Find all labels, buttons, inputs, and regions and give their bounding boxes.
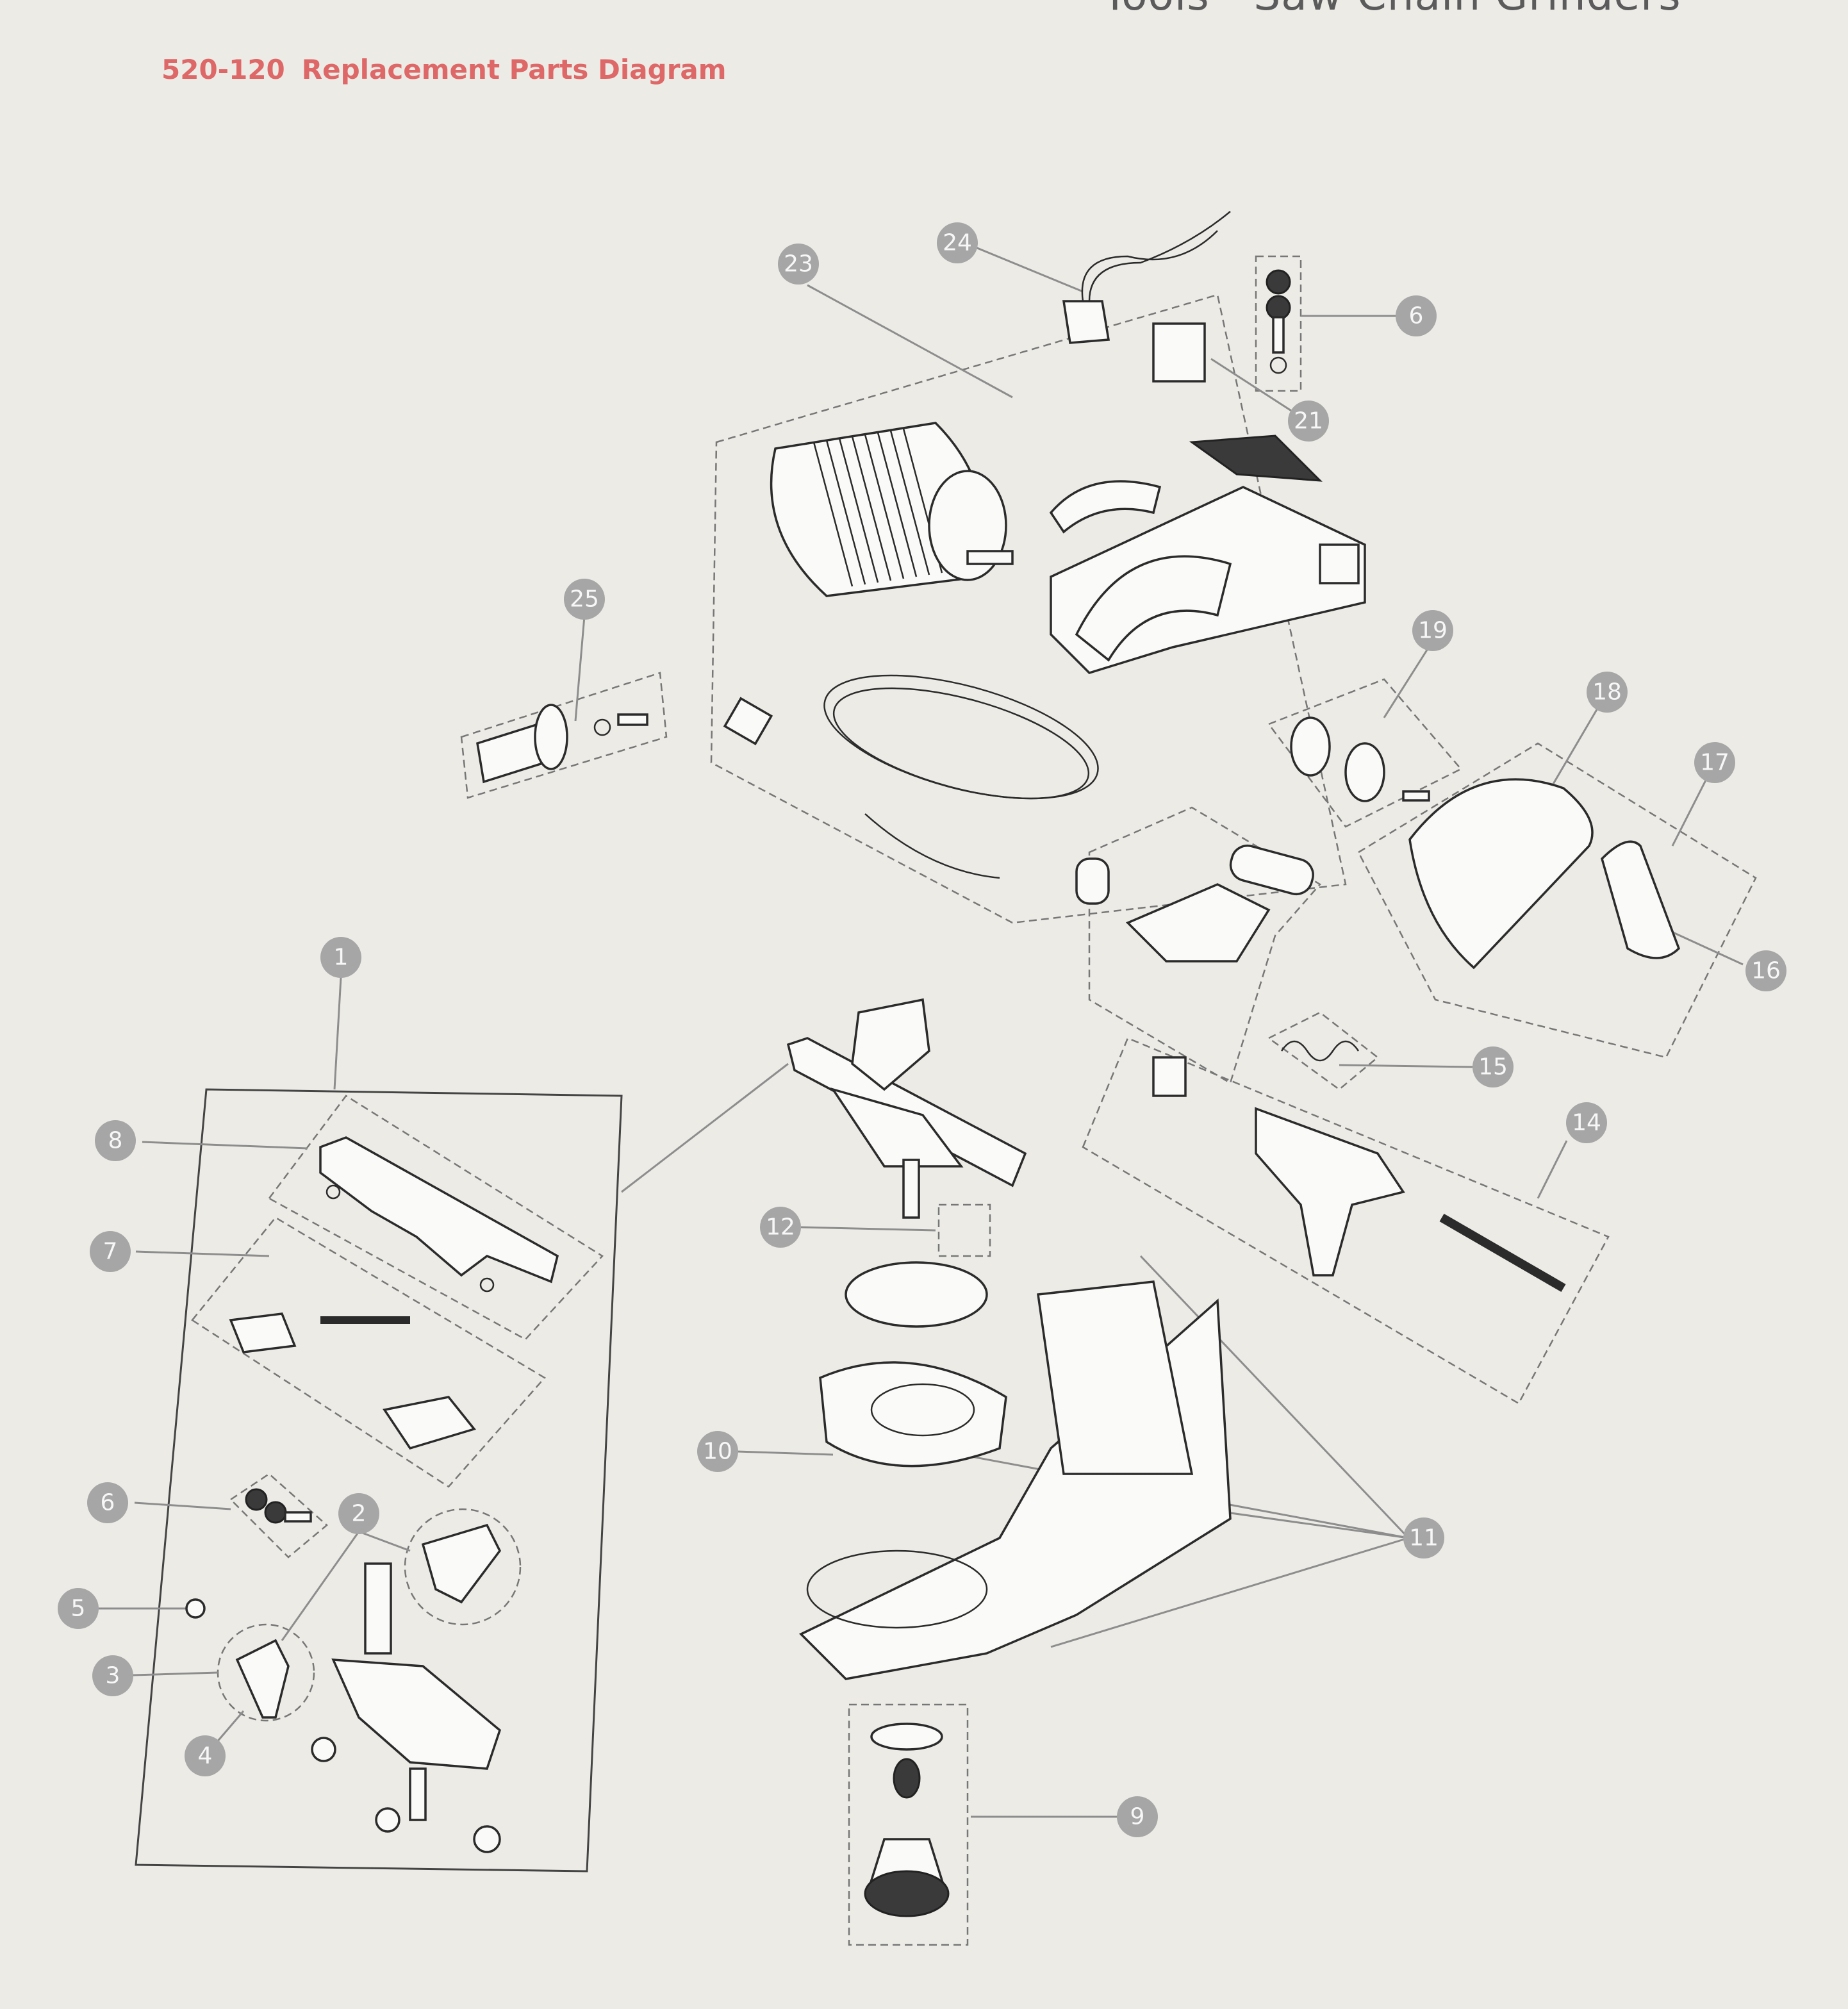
group-box-guard-17	[1357, 742, 1757, 1059]
arm-assembly-part	[786, 998, 1027, 1219]
callout-6-top: 6	[1396, 295, 1437, 336]
switch-part	[1152, 322, 1206, 383]
callout-18: 18	[1587, 672, 1628, 713]
callout-11: 11	[1403, 1517, 1444, 1558]
svg-text:24: 24	[943, 230, 972, 256]
guard-18-part	[1408, 778, 1594, 970]
callout-10: 10	[697, 1431, 738, 1472]
plate-part	[1189, 434, 1323, 482]
callout-17: 17	[1694, 742, 1735, 783]
svg-text:14: 14	[1572, 1110, 1601, 1136]
pivot-14-part	[1152, 1056, 1566, 1293]
page-header: Tools - Saw Chain Grinders	[1102, 0, 1681, 20]
callout-14: 14	[1566, 1102, 1607, 1143]
motor-part	[770, 422, 1014, 597]
housing-part	[1049, 480, 1366, 674]
group-box-6-left	[229, 1473, 328, 1558]
group-box-knob-25	[460, 672, 668, 799]
callout-21: 21	[1288, 401, 1329, 442]
svg-text:2: 2	[352, 1501, 367, 1527]
callout-12: 12	[760, 1207, 801, 1248]
svg-text:16: 16	[1751, 958, 1781, 984]
diagram-heading: Replacement Parts Diagram	[301, 54, 727, 85]
vise-assembly-part	[311, 1562, 502, 1853]
svg-text:18: 18	[1592, 679, 1622, 706]
cover-16-part	[1601, 840, 1681, 959]
callout-2: 2	[338, 1493, 379, 1534]
clamp-2-part	[421, 1523, 502, 1604]
svg-text:19: 19	[1418, 618, 1448, 644]
svg-text:7: 7	[103, 1239, 118, 1265]
svg-text:3: 3	[106, 1663, 120, 1689]
callout-8: 8	[95, 1120, 136, 1161]
svg-text:4: 4	[198, 1743, 213, 1769]
group-box-9	[848, 1703, 969, 1946]
svg-text:1: 1	[334, 945, 349, 971]
nut-5-part	[185, 1598, 206, 1619]
svg-text:10: 10	[703, 1439, 732, 1465]
svg-text:6: 6	[101, 1490, 115, 1516]
group-box-7	[191, 1216, 546, 1488]
lever-3-part	[235, 1639, 290, 1719]
bar-8-part	[319, 1136, 559, 1293]
diagram-title: 520-120 Replacement Parts Diagram	[161, 54, 727, 85]
svg-text:12: 12	[766, 1214, 795, 1241]
disc-12-part	[845, 1261, 988, 1328]
callout-4: 4	[185, 1735, 226, 1776]
group-box-switch-6	[1255, 255, 1302, 392]
capacitor-part	[1075, 844, 1314, 963]
callout-1: 1	[320, 937, 361, 978]
group-box-14	[1082, 1037, 1610, 1405]
callout-25: 25	[564, 579, 605, 620]
callout-19: 19	[1412, 610, 1453, 651]
switch-6-left-part	[245, 1488, 312, 1524]
knob-25-part	[476, 704, 648, 784]
svg-text:15: 15	[1478, 1054, 1508, 1080]
svg-text:23: 23	[784, 251, 813, 277]
callout-6-left: 6	[87, 1482, 128, 1523]
cable-gland-part	[1062, 211, 1231, 344]
group-box-15	[1267, 1011, 1379, 1091]
svg-text:17: 17	[1700, 750, 1729, 776]
group-box-8	[268, 1095, 604, 1341]
switch-6-part	[1266, 269, 1291, 374]
callout-3: 3	[92, 1655, 133, 1696]
model-number: 520-120	[161, 54, 285, 85]
callout-16: 16	[1745, 950, 1786, 991]
callout-24: 24	[937, 222, 978, 263]
svg-text:5: 5	[71, 1596, 86, 1622]
group-circle-2	[404, 1508, 522, 1626]
svg-text:6: 6	[1409, 303, 1424, 329]
power-cord-part	[723, 674, 1099, 879]
svg-text:9: 9	[1130, 1804, 1145, 1830]
group-box-12	[937, 1203, 991, 1257]
svg-text:8: 8	[108, 1128, 123, 1154]
callout-7: 7	[90, 1231, 131, 1272]
svg-text:25: 25	[570, 586, 599, 613]
group-box-assembly-1	[135, 1088, 623, 1873]
callout-15: 15	[1473, 1046, 1514, 1087]
callout-5: 5	[58, 1588, 99, 1629]
spring-15-part	[1280, 1040, 1360, 1062]
callout-9: 9	[1117, 1796, 1158, 1837]
svg-text:11: 11	[1409, 1525, 1439, 1551]
svg-text:21: 21	[1294, 408, 1323, 434]
slide-7-part	[229, 1312, 476, 1450]
group-box-capacitor	[1088, 806, 1321, 1084]
washers-19-part	[1290, 716, 1430, 802]
base-part	[799, 1280, 1232, 1680]
callout-23: 23	[778, 244, 819, 285]
knob-9-part	[864, 1723, 950, 1917]
